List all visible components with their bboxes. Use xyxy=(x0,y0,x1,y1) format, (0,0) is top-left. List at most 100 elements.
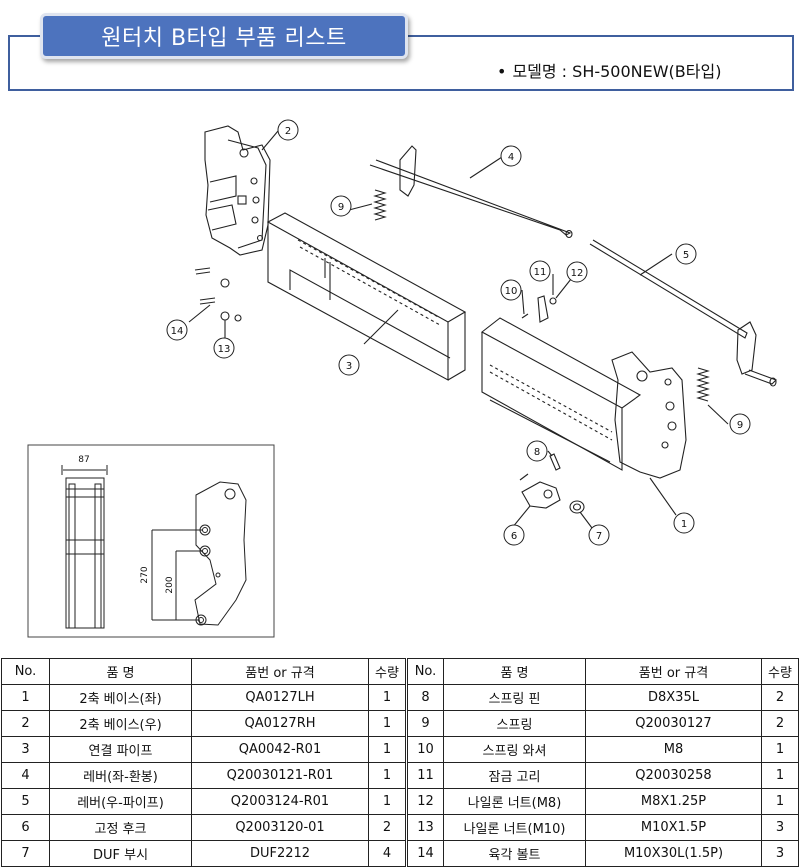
part-3-connect-pipe xyxy=(266,212,467,381)
callout-1: 1 xyxy=(673,512,695,534)
svg-text:2: 2 xyxy=(285,126,291,137)
part-11-lock-ring xyxy=(537,295,549,323)
callout-11: 11 xyxy=(529,260,551,282)
cell-no: 9 xyxy=(405,710,444,737)
cell-name: 잠금 고리 xyxy=(443,762,586,789)
cell-qty: 1 xyxy=(368,736,407,763)
svg-text:1: 1 xyxy=(681,519,687,530)
parts-table: No. 품 명 품번 or 규격 수량 No. 품 명 품번 or 규격 수량 … xyxy=(1,658,799,867)
cell-no: 10 xyxy=(405,736,444,763)
dim-width-label: 87 xyxy=(78,455,89,465)
table-row: 6 고정 후크 Q2003120-01 2 13 나일론 너트(M10) M10… xyxy=(1,814,799,841)
cell-spec: QA0127LH xyxy=(191,684,369,711)
table-row: 7 DUF 부시 DUF2212 4 14 육각 볼트 M10X30L(1.5P… xyxy=(1,840,799,867)
cell-name: 나일론 너트(M10) xyxy=(443,814,586,841)
cell-qty: 2 xyxy=(761,710,799,737)
cell-qty: 3 xyxy=(761,814,799,841)
svg-text:5: 5 xyxy=(683,250,689,261)
cell-spec: M8 xyxy=(585,736,762,763)
cell-spec: Q20030127 xyxy=(585,710,762,737)
part-8-spring-pin xyxy=(549,453,561,471)
part-10-washer xyxy=(521,313,529,319)
cell-no: 13 xyxy=(405,814,444,841)
svg-text:11: 11 xyxy=(534,267,547,278)
cell-qty: 1 xyxy=(368,710,407,737)
part-7-bush xyxy=(569,500,585,514)
callout-2: 2 xyxy=(277,119,299,141)
svg-text:12: 12 xyxy=(571,268,584,279)
part-2-left-base xyxy=(204,125,271,256)
cell-no: 4 xyxy=(1,762,50,789)
cell-spec: M8X1.25P xyxy=(585,788,762,815)
cell-no: 11 xyxy=(405,762,444,789)
cell-name: 2축 베이스(우) xyxy=(49,710,192,737)
part-1-right-base xyxy=(480,317,687,479)
col-no: No. xyxy=(405,658,444,685)
col-name: 품 명 xyxy=(49,658,192,685)
col-no: No. xyxy=(1,658,50,685)
svg-text:9: 9 xyxy=(737,420,743,431)
part-4-lever-left xyxy=(369,145,573,239)
cell-qty: 1 xyxy=(761,762,799,789)
col-qty: 수량 xyxy=(761,658,799,685)
cell-qty: 4 xyxy=(368,840,407,867)
callout-6: 6 xyxy=(503,524,525,546)
table-header-row: No. 품 명 품번 or 규격 수량 No. 품 명 품번 or 규격 수량 xyxy=(1,658,799,685)
callout-12: 12 xyxy=(566,261,588,283)
svg-text:13: 13 xyxy=(218,344,231,355)
cell-qty: 1 xyxy=(761,736,799,763)
part-12-nut-m8 xyxy=(549,297,557,305)
cell-name: DUF 부시 xyxy=(49,840,192,867)
inset-drawing xyxy=(61,465,247,629)
inset-frame xyxy=(27,444,275,638)
col-qty: 수량 xyxy=(368,658,407,685)
cell-no: 6 xyxy=(1,814,50,841)
cell-qty: 1 xyxy=(761,788,799,815)
cell-qty: 1 xyxy=(368,684,407,711)
cell-name: 연결 파이프 xyxy=(49,736,192,763)
table-row: 1 2축 베이스(좌) QA0127LH 1 8 스프링 핀 D8X35L 2 xyxy=(1,684,799,711)
dim-200-label: 200 xyxy=(165,576,175,593)
table-row: 3 연결 파이프 QA0042-R01 1 10 스프링 와셔 M8 1 xyxy=(1,736,799,763)
col-spec: 품번 or 규격 xyxy=(585,658,762,685)
exploded-parts-diagram: 1 2 3 4 5 6 7 8 9 9 10 11 12 13 14 xyxy=(27,119,777,638)
page-title: 원터치 B타입 부품 리스트 xyxy=(40,13,408,59)
callout-3: 3 xyxy=(338,354,360,376)
cell-no: 12 xyxy=(405,788,444,815)
col-spec: 품번 or 규격 xyxy=(191,658,369,685)
cell-spec: DUF2212 xyxy=(191,840,369,867)
callout-14: 14 xyxy=(166,319,188,341)
cell-name: 고정 후크 xyxy=(49,814,192,841)
cell-name: 육각 볼트 xyxy=(443,840,586,867)
part-14-bolt-b xyxy=(199,297,216,305)
svg-text:6: 6 xyxy=(511,531,517,542)
model-label: •모델명 : SH-500NEW(B타입) xyxy=(497,58,721,82)
cell-spec: Q2003120-01 xyxy=(191,814,369,841)
svg-text:7: 7 xyxy=(596,531,602,542)
part-13-nut-a xyxy=(220,278,230,288)
table-row: 4 레버(좌-환봉) Q20030121-R01 1 11 잠금 고리 Q200… xyxy=(1,762,799,789)
svg-text:4: 4 xyxy=(508,152,514,163)
table-row: 5 레버(우-파이프) Q2003124-R01 1 12 나일론 너트(M8)… xyxy=(1,788,799,815)
cell-qty: 1 xyxy=(368,762,407,789)
cell-no: 1 xyxy=(1,684,50,711)
callout-5: 5 xyxy=(675,243,697,265)
svg-text:9: 9 xyxy=(338,202,344,213)
header-frame xyxy=(8,35,794,91)
cell-qty: 3 xyxy=(761,840,799,867)
col-name: 품 명 xyxy=(443,658,586,685)
svg-text:10: 10 xyxy=(505,286,518,297)
table-row: 2 2축 베이스(우) QA0127RH 1 9 스프링 Q20030127 2 xyxy=(1,710,799,737)
part-13-nut-b xyxy=(220,311,230,321)
callout-8: 8 xyxy=(526,440,548,462)
callout-7: 7 xyxy=(588,524,610,546)
cell-no: 3 xyxy=(1,736,50,763)
cell-qty: 2 xyxy=(761,684,799,711)
cell-no: 7 xyxy=(1,840,50,867)
dim-270-label: 270 xyxy=(140,566,150,583)
cell-no: 5 xyxy=(1,788,50,815)
cell-name: 스프링 와셔 xyxy=(443,736,586,763)
part-5-lever-right xyxy=(589,239,777,387)
cell-no: 8 xyxy=(405,684,444,711)
cell-qty: 2 xyxy=(368,814,407,841)
